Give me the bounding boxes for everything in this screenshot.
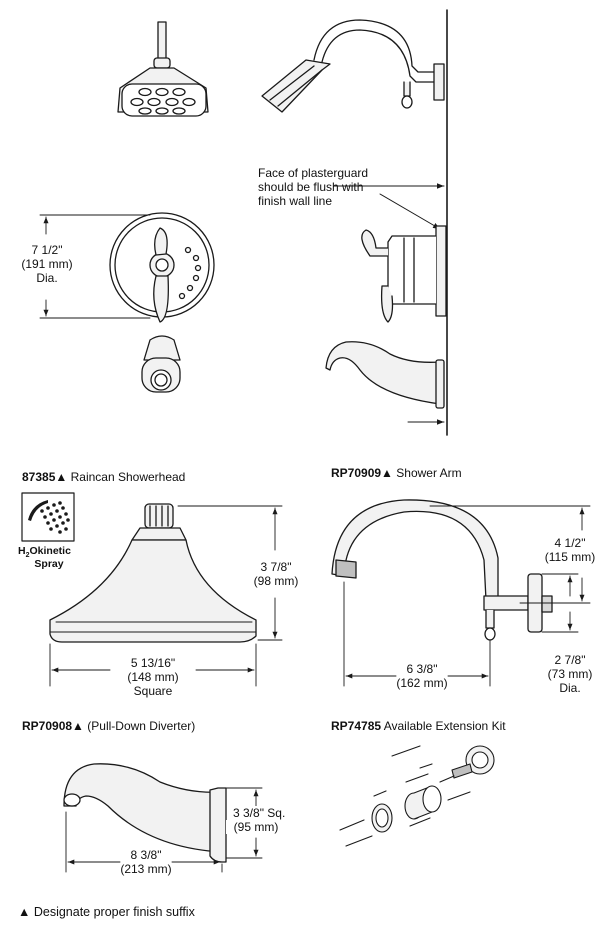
diverter-flange-in: 3 3/8" Sq. xyxy=(233,806,286,820)
showerhead-height-in: 3 7/8" xyxy=(246,560,306,574)
h2okinetic-spray-label: Spray xyxy=(34,558,64,570)
valve-side-view xyxy=(361,225,447,323)
showerhead-part-number: 87385 xyxy=(22,470,56,484)
arm-part-number: RP70909 xyxy=(331,466,382,480)
arm-flange-in: 2 7/8" xyxy=(554,653,586,667)
spout-side-view xyxy=(325,341,445,409)
arm-caption: RP70909▲ Shower Arm xyxy=(331,466,462,480)
arm-name: Shower Arm xyxy=(392,466,462,480)
trim-diameter-suffix: Dia. xyxy=(14,271,80,285)
plasterguard-note-line-3: finish wall line xyxy=(258,194,333,208)
triangle-mark: ▲ xyxy=(55,470,68,484)
triangle-mark: ▲ xyxy=(18,905,31,919)
showerhead-width-mm: (148 mm) xyxy=(127,670,179,684)
kit-part-number: RP74785 xyxy=(331,719,382,733)
diverter-length-in: 8 3/8" xyxy=(130,848,162,862)
triangle-mark: ▲ xyxy=(72,719,84,733)
shower-side-view xyxy=(261,19,445,113)
kit-name: Available Extension Kit xyxy=(381,719,506,733)
h2okinetic-brand: H2Okinetic xyxy=(18,545,71,560)
diverter-flange-mm: (95 mm) xyxy=(226,820,286,834)
extension-kit-drawing xyxy=(339,745,495,847)
showerhead-name: Raincan Showerhead xyxy=(67,470,186,484)
shower-arm-drawing xyxy=(331,499,553,641)
diverter-length-mm: (213 mm) xyxy=(120,862,172,876)
spout-front-view xyxy=(141,335,181,393)
showerhead-height-mm: (98 mm) xyxy=(246,574,306,588)
showerhead-front-view xyxy=(117,21,209,117)
arm-flange-mm: (73 mm) xyxy=(547,667,593,681)
arm-rise-mm: (115 mm) xyxy=(540,550,600,564)
arm-rise-in: 4 1/2" xyxy=(540,536,600,550)
arm-reach-in: 6 3/8" xyxy=(406,662,438,676)
arm-thread-end xyxy=(335,559,357,579)
arm-flange-suffix: Dia. xyxy=(559,681,581,695)
showerhead-width-in: 5 13/16" xyxy=(130,656,176,670)
trim-diameter-in: 7 1/2" xyxy=(14,243,80,257)
finish-footnote: ▲ Designate proper finish suffix xyxy=(18,905,195,919)
arm-reach-mm: (162 mm) xyxy=(396,676,448,690)
raincan-showerhead-drawing xyxy=(49,503,257,643)
triangle-mark: ▲ xyxy=(381,466,393,480)
diverter-name: (Pull-Down Diverter) xyxy=(83,719,196,733)
spray-pattern-icon xyxy=(28,500,70,534)
extension-kit-caption: RP74785 Available Extension Kit xyxy=(331,719,506,733)
showerhead-width-suffix: Square xyxy=(133,684,173,698)
plasterguard-note-line-1: Face of plasterguard xyxy=(258,166,369,180)
diverter-part-number: RP70908 xyxy=(22,719,73,733)
footnote-text: Designate proper finish suffix xyxy=(30,905,195,919)
plasterguard-note-line-2: should be flush with xyxy=(258,180,364,194)
trim-diameter-mm: (191 mm) xyxy=(14,257,80,271)
showerhead-caption: 87385▲ Raincan Showerhead xyxy=(22,470,185,484)
diverter-caption: RP70908▲ (Pull-Down Diverter) xyxy=(22,719,195,733)
trim-front-view xyxy=(109,212,215,323)
plasterguard-leader-arrow xyxy=(379,193,441,230)
